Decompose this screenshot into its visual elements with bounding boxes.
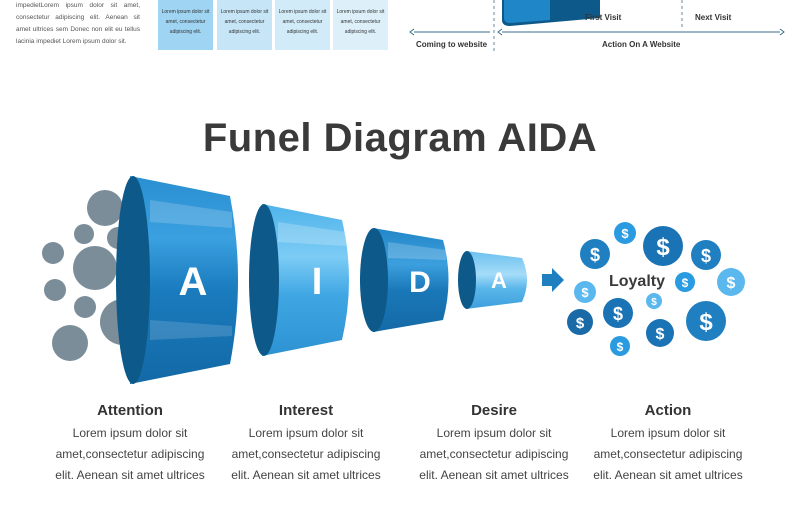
- desc-line: amet,consectetur adipiscing: [231, 447, 381, 461]
- top-card-4: Lorem ipsum dolor sit amet, consectetur …: [333, 0, 388, 50]
- svg-text:$: $: [576, 315, 585, 332]
- stage-desire: Desire Lorem ipsum dolor sit amet,consec…: [404, 402, 584, 486]
- segment-opening: [360, 228, 388, 332]
- funnel-segment-interest: I: [249, 204, 349, 356]
- stage-description: Lorem ipsum dolor sit amet,consectetur a…: [40, 423, 220, 486]
- aida-funnel-diagram: A I D A $ $ $ $ $ $ $ $ $ $ $ $ $ Loyalt…: [42, 176, 745, 384]
- desc-line: amet,consectetur adipiscing: [593, 447, 743, 461]
- stage-description: Lorem ipsum dolor sit amet,consectetur a…: [404, 423, 584, 486]
- stage-title: Action: [644, 402, 692, 419]
- svg-text:$: $: [581, 285, 589, 300]
- segment-stripe: [150, 200, 232, 228]
- svg-text:$: $: [656, 234, 670, 261]
- funnel-segment-attention: A: [116, 176, 238, 384]
- stage-interest: Interest Lorem ipsum dolor sit amet,cons…: [216, 402, 396, 486]
- desc-line: elit. Aenean sit amet ultrices: [593, 468, 743, 482]
- dollar-coin-icon: $: [686, 301, 726, 341]
- dollar-coin-icon: $: [691, 240, 721, 270]
- stage-attention: Attention Lorem ipsum dolor sit amet,con…: [40, 402, 220, 486]
- action-arrow-right-head: [779, 28, 785, 36]
- dollar-coin-icon: $: [603, 298, 633, 328]
- segment-opening: [458, 251, 476, 309]
- bubble: [73, 246, 117, 290]
- funnel-letter-a: A: [179, 260, 208, 304]
- top-funnel-fragment-highlight: [504, 0, 550, 23]
- dollar-coin-icon: $: [675, 272, 695, 292]
- next-visit-label: Next Visit: [695, 13, 732, 22]
- loyalty-label: Loyalty: [609, 273, 665, 290]
- dollar-coin-icon: $: [614, 222, 636, 244]
- desc-line: Lorem ipsum dolor sit: [72, 426, 188, 440]
- top-card-1: Lorem ipsum dolor sit amet, consectetur …: [158, 0, 213, 50]
- desc-line: Lorem ipsum dolor sit: [436, 426, 552, 440]
- segment-body: [373, 228, 449, 332]
- svg-text:$: $: [613, 304, 623, 324]
- dollar-coin-icon: $: [610, 336, 630, 356]
- top-paragraph: impedietLorem ipsum dolor sit amet, cons…: [16, 2, 140, 45]
- top-timeline: [409, 0, 785, 52]
- dollar-coin-icon: $: [643, 226, 683, 266]
- bubble: [74, 224, 94, 244]
- stage-title: Desire: [471, 402, 517, 419]
- desc-line: amet,consectetur adipiscing: [55, 447, 205, 461]
- segment-opening: [249, 204, 279, 356]
- segment-body: [262, 204, 349, 356]
- segment-stripe: [278, 222, 346, 246]
- svg-text:$: $: [701, 246, 711, 266]
- svg-text:$: $: [590, 245, 600, 265]
- bubble: [87, 190, 123, 226]
- svg-text:$: $: [727, 275, 736, 292]
- stage-action: Action Lorem ipsum dolor sit amet,consec…: [578, 402, 758, 486]
- dollar-coin-icon: $: [646, 293, 662, 309]
- segment-body: [466, 251, 527, 309]
- bubble: [74, 296, 96, 318]
- svg-text:$: $: [699, 309, 713, 336]
- stage-title: Interest: [278, 402, 334, 419]
- segment-stripe: [150, 320, 232, 340]
- dollar-coin-icon: $: [646, 319, 674, 347]
- desc-line: amet,consectetur adipiscing: [419, 447, 569, 461]
- dollar-coin-icon: $: [717, 268, 745, 296]
- desc-line: elit. Aenean sit amet ultrices: [419, 468, 569, 482]
- desc-line: Lorem ipsum dolor sit: [610, 426, 726, 440]
- desc-line: Lorem ipsum dolor sit: [248, 426, 364, 440]
- dollar-coin-icon: $: [580, 239, 610, 269]
- top-card-2: Lorem ipsum dolor sit amet, consectetur …: [217, 0, 272, 50]
- stage-title: Attention: [97, 402, 163, 419]
- svg-text:$: $: [651, 297, 657, 308]
- bubble: [42, 242, 64, 264]
- coming-arrow-head: [409, 28, 415, 36]
- svg-text:$: $: [656, 326, 665, 343]
- action-on-website-label: Action On A Website: [602, 40, 681, 49]
- funnel-letter-a2: A: [491, 268, 507, 293]
- svg-text:$: $: [617, 340, 624, 354]
- funnel-segment-desire: D: [360, 228, 449, 332]
- bubble: [52, 325, 88, 361]
- dollar-coin-icon: $: [567, 309, 593, 335]
- funnel-letter-i: I: [312, 261, 323, 303]
- segment-opening: [116, 176, 150, 384]
- dollar-coin-icon: $: [574, 281, 596, 303]
- segment-stripe: [388, 242, 446, 260]
- dollar-coins: $ $ $ $ $ $ $ $ $ $ $ $ $: [567, 222, 745, 356]
- funnel-letter-d: D: [409, 266, 431, 299]
- svg-text:$: $: [621, 226, 629, 241]
- page-title: Funel Diagram AIDA: [202, 116, 598, 160]
- action-arrow-left-head: [497, 28, 503, 36]
- arrow-right-icon: [542, 268, 564, 292]
- desc-line: elit. Aenean sit amet ultrices: [55, 468, 205, 482]
- funnel-segment-action: A: [458, 251, 527, 309]
- stage-description: Lorem ipsum dolor sit amet,consectetur a…: [578, 423, 758, 486]
- first-visit-label: First Visit: [585, 13, 622, 22]
- top-card-3: Lorem ipsum dolor sit amet, consectetur …: [275, 0, 330, 50]
- coming-to-website-label: Coming to website: [416, 40, 488, 49]
- svg-text:$: $: [682, 276, 689, 290]
- stage-description: Lorem ipsum dolor sit amet,consectetur a…: [216, 423, 396, 486]
- desc-line: elit. Aenean sit amet ultrices: [231, 468, 381, 482]
- bubble: [44, 279, 66, 301]
- segment-body: [130, 176, 238, 384]
